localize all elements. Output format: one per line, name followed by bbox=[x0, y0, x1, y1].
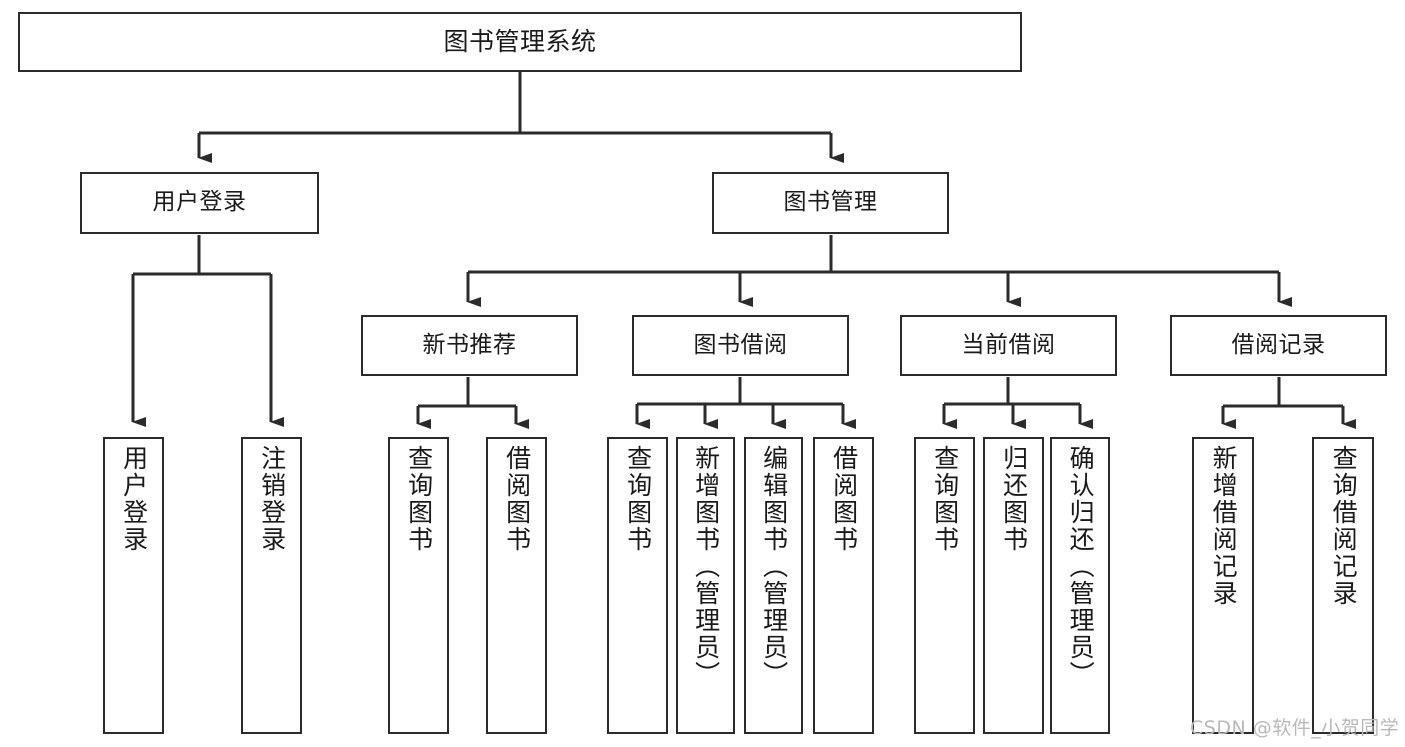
node-borrow-record-label: 借阅记录 bbox=[1231, 331, 1326, 358]
node-leaf-query-book-1-label: 查询图书 bbox=[404, 445, 434, 553]
node-new-book-recommend[interactable]: 新书推荐 bbox=[361, 315, 578, 376]
node-borrow-record[interactable]: 借阅记录 bbox=[1170, 315, 1387, 376]
node-leaf-query-book-3[interactable]: 查询图书 bbox=[914, 437, 975, 734]
edge-group-book-borrow bbox=[635, 377, 856, 429]
node-leaf-user-login[interactable]: 用户登录 bbox=[103, 437, 164, 734]
node-leaf-add-record-label: 新增借阅记录 bbox=[1209, 445, 1239, 607]
node-leaf-confirm-return-label: 确认归还（管理员） bbox=[1066, 445, 1096, 688]
node-leaf-query-book-3-label: 查询图书 bbox=[930, 445, 960, 553]
node-leaf-borrow-book-2-label: 借阅图书 bbox=[829, 445, 859, 553]
node-book-management[interactable]: 图书管理 bbox=[712, 172, 949, 234]
node-leaf-return-book-label: 归还图书 bbox=[999, 445, 1029, 553]
node-book-management-label: 图书管理 bbox=[783, 189, 878, 216]
node-leaf-logout-login-label: 注销登录 bbox=[257, 445, 287, 553]
node-leaf-add-record[interactable]: 新增借阅记录 bbox=[1192, 437, 1254, 734]
node-leaf-query-book-1[interactable]: 查询图书 bbox=[388, 437, 449, 734]
node-leaf-query-record[interactable]: 查询借阅记录 bbox=[1312, 437, 1374, 734]
node-root[interactable]: 图书管理系统 bbox=[18, 12, 1022, 72]
node-leaf-query-book-2-label: 查询图书 bbox=[623, 445, 653, 553]
node-leaf-borrow-book-2[interactable]: 借阅图书 bbox=[813, 437, 874, 734]
node-leaf-query-book-2[interactable]: 查询图书 bbox=[607, 437, 668, 734]
edge-group-current-borrow bbox=[942, 377, 1093, 429]
edge-group-borrow-record bbox=[1221, 377, 1356, 429]
node-leaf-borrow-book-1[interactable]: 借阅图书 bbox=[486, 437, 547, 734]
node-leaf-logout-login[interactable]: 注销登录 bbox=[241, 437, 302, 734]
node-current-borrow-label: 当前借阅 bbox=[961, 331, 1056, 358]
edge-group-new-book-recommend bbox=[416, 377, 529, 429]
node-leaf-edit-book-label: 编辑图书（管理员） bbox=[759, 445, 789, 688]
node-book-borrow[interactable]: 图书借阅 bbox=[632, 315, 849, 376]
node-user-login[interactable]: 用户登录 bbox=[80, 172, 319, 234]
node-leaf-user-login-label: 用户登录 bbox=[119, 445, 149, 553]
node-leaf-add-book-label: 新增图书（管理员） bbox=[691, 445, 721, 688]
node-leaf-add-book[interactable]: 新增图书（管理员） bbox=[676, 437, 735, 734]
node-new-book-recommend-label: 新书推荐 bbox=[422, 331, 517, 358]
node-leaf-query-record-label: 查询借阅记录 bbox=[1329, 445, 1359, 607]
edge-group-user-login bbox=[131, 235, 284, 427]
node-book-borrow-label: 图书借阅 bbox=[693, 331, 788, 358]
edge-group-book-management bbox=[466, 235, 1292, 307]
node-leaf-edit-book[interactable]: 编辑图书（管理员） bbox=[744, 437, 803, 734]
node-leaf-confirm-return[interactable]: 确认归还（管理员） bbox=[1050, 437, 1110, 734]
node-user-login-label: 用户登录 bbox=[152, 189, 247, 216]
node-root-label: 图书管理系统 bbox=[443, 27, 597, 57]
node-leaf-borrow-book-1-label: 借阅图书 bbox=[502, 445, 532, 553]
node-leaf-return-book[interactable]: 归还图书 bbox=[983, 437, 1044, 734]
node-current-borrow[interactable]: 当前借阅 bbox=[900, 315, 1117, 376]
edge-group-root bbox=[197, 72, 844, 163]
watermark: CSDN @软件_小贺同学 bbox=[1190, 717, 1400, 739]
